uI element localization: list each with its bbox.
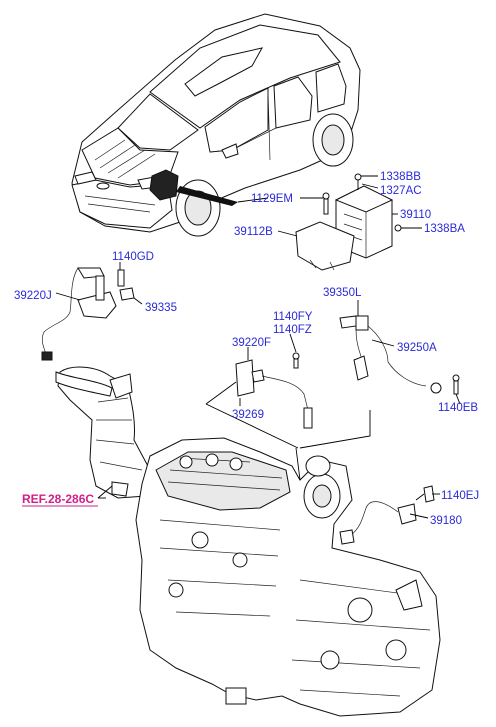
label-39220F: 39220F [232,337,271,349]
engine-and-transmission [98,410,441,717]
label-1140FY: 1140FY [273,311,313,323]
label-39112B: 39112B [234,226,273,238]
front-oxygen-sensor [41,262,143,361]
label-39250A: 39250A [397,342,437,354]
rear-oxygen-sensor [339,300,461,405]
car-illustration [71,13,361,237]
label-39110: 39110 [400,209,431,221]
label-1338BB: 1338BB [380,171,421,183]
label-1140GD: 1140GD [112,251,154,263]
label-39350L: 39350L [323,287,362,299]
exhaust-temperature-sensor [205,333,313,449]
label-39335: 39335 [145,302,177,314]
label-39180: 39180 [430,515,462,527]
catalytic-converter [55,366,151,499]
label-1140FZ: 1140FZ [273,324,312,336]
label-39269: 39269 [232,409,264,421]
label-39220J: 39220J [14,290,52,302]
label-1327AC: 1327AC [380,185,422,197]
part-labels: 1338BB 1327AC 1129EM 39110 39112B 1338BA… [14,171,479,527]
label-1338BA: 1338BA [424,223,465,235]
label-ref-28-286C[interactable]: REF.28-286C [22,492,94,506]
ecu-assembly [277,173,422,271]
label-1140EB: 1140EB [438,402,478,414]
knock-sensor [339,485,440,545]
label-1140EJ: 1140EJ [441,490,479,502]
label-1129EM: 1129EM [251,193,293,205]
